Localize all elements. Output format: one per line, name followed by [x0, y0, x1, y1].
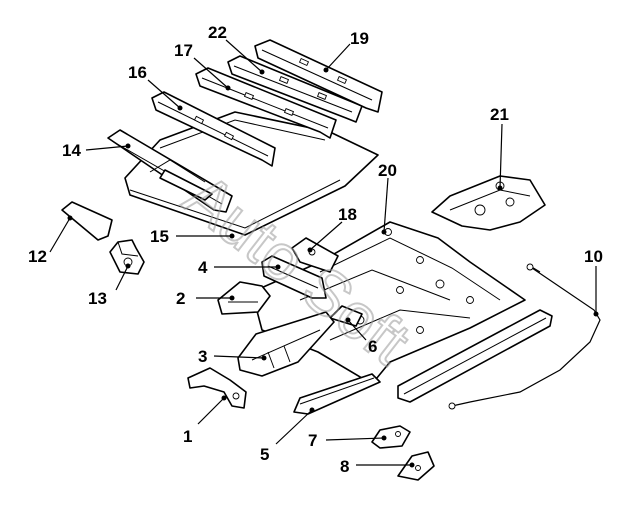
- callout-20: 20: [378, 161, 397, 180]
- callout-16: 16: [128, 63, 147, 82]
- callout-7: 7: [308, 431, 317, 450]
- callout-22: 22: [208, 23, 227, 42]
- callout-8: 8: [340, 457, 349, 476]
- side-sill-5: [293, 373, 381, 415]
- bracket-8: [397, 451, 435, 481]
- roof-rear-header: [254, 39, 383, 113]
- cable-10: [448, 263, 601, 410]
- callout-5: 5: [260, 445, 269, 464]
- bracket-12: [61, 201, 113, 241]
- roof-panel: [124, 111, 379, 236]
- rear-floor-panel: [431, 175, 546, 231]
- callout-6: 6: [368, 337, 377, 356]
- callout-17: 17: [174, 41, 193, 60]
- callout-12: 12: [28, 247, 47, 266]
- callout-2: 2: [176, 289, 185, 308]
- callout-1: 1: [183, 427, 192, 446]
- callout-21: 21: [490, 105, 509, 124]
- callout-19: 19: [350, 29, 369, 48]
- leader-lines: [49, 39, 597, 466]
- reinforcement-6: [329, 305, 363, 327]
- side-sill-long: [397, 309, 553, 403]
- bracket-1: [187, 367, 247, 409]
- callout-15: 15: [150, 227, 169, 246]
- leader-dots: [67, 67, 599, 468]
- roof-bow-17: [195, 67, 337, 139]
- callout-3: 3: [198, 347, 207, 366]
- bracket-13: [109, 239, 145, 275]
- crossmember-18: [291, 237, 339, 273]
- callout-18: 18: [338, 205, 357, 224]
- front-floor-rail: [237, 311, 335, 377]
- callout-14: 14: [62, 141, 81, 160]
- callout-labels: 1 2 3 4 5 6 7 8 10 12 13 14 15 16 17 18 …: [28, 23, 603, 476]
- callout-13: 13: [88, 289, 107, 308]
- bracket-7: [371, 425, 411, 449]
- callout-10: 10: [584, 247, 603, 266]
- roof-front-header: [107, 129, 233, 213]
- roof-bow-16: [151, 91, 276, 167]
- bracket-2: [217, 281, 271, 315]
- callout-4: 4: [198, 258, 208, 277]
